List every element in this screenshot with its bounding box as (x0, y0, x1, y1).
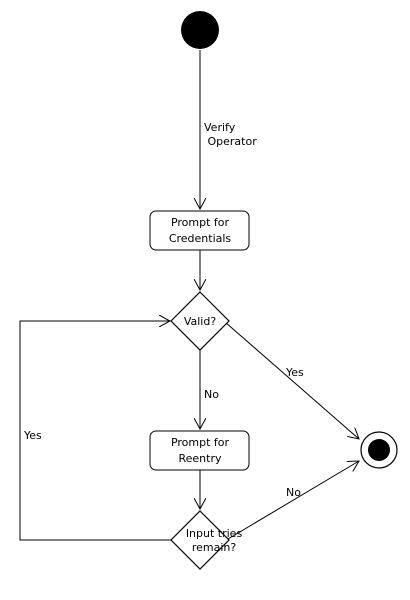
edge-valid-yes (224, 321, 359, 439)
edge-label-tries-no: No (286, 486, 301, 499)
prompt-credentials-label-line1: Prompt for (171, 216, 230, 229)
edge-label-operator: Operator (204, 135, 257, 148)
prompt-reentry-action (149, 430, 250, 471)
edge-tries-yes (19, 321, 172, 541)
edge-label-verify: Verify (204, 121, 236, 134)
prompt-reentry-label-line2: Reentry (178, 452, 221, 465)
edge-label-tries-yes: Yes (23, 429, 42, 442)
prompt-credentials-action (149, 210, 250, 251)
edge-label-valid-yes: Yes (285, 366, 304, 379)
prompt-credentials-label-line2: Credentials (169, 232, 232, 245)
valid-decision-node (170, 291, 230, 351)
end-node-core (368, 439, 390, 461)
tries-decision-label-line2: remain? (192, 541, 237, 554)
valid-decision-label: Valid? (184, 315, 217, 328)
edge-label-valid-no: No (204, 388, 219, 401)
edge-tries-no (227, 461, 359, 540)
tries-decision-node (170, 510, 230, 570)
tries-decision-label-line1: Input tries (186, 527, 243, 540)
prompt-reentry-label-line1: Prompt for (171, 436, 230, 449)
start-node (181, 11, 219, 49)
